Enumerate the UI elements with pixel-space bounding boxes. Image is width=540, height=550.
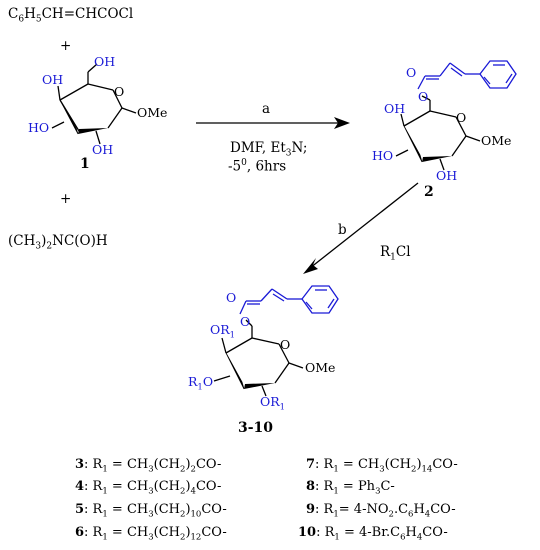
compound-3-10-cinnamoyl — [239, 285, 339, 315]
substituent-3: 3: R1 = CH3(CH2)2CO- — [75, 457, 222, 475]
substituent-8: 8: R1 = Ph3C- — [306, 479, 395, 497]
c1-ome: OMe — [137, 105, 168, 120]
c2-ho-c3: HO — [372, 148, 394, 163]
c3-carbonyl-oxygen: O — [226, 290, 237, 305]
c1-ring-oxygen: O — [114, 84, 125, 99]
c1-oh-c2: OH — [92, 142, 114, 157]
substituent-9: 9: R1= 4-NO2.C6H4CO- — [306, 502, 456, 520]
compound-1-structure — [51, 63, 137, 145]
dmf-formula: (CH3)2NC(O)H — [8, 233, 108, 252]
step-b-label: b — [338, 222, 347, 238]
reaction-arrow-b — [309, 182, 419, 269]
c2-ome: OMe — [481, 133, 512, 148]
step-a-label: a — [262, 101, 271, 117]
c2-ring-oxygen: O — [456, 110, 467, 125]
c3-or1-c2: OR1 — [260, 394, 286, 413]
c1-oh-ch2: OH — [94, 54, 116, 69]
compound-2-structure — [395, 95, 481, 171]
step-b-reagent: R1Cl — [380, 244, 411, 263]
c3-ring-oxygen: O — [280, 337, 291, 352]
c2-ester-oxygen: O — [418, 89, 429, 104]
c2-carbonyl-oxygen: O — [406, 65, 417, 80]
c3-ester-oxygen: O — [240, 314, 251, 329]
c2-oh-c4: OH — [384, 101, 406, 116]
step-a-conditions-2: -50, 6hrs — [228, 158, 287, 175]
compound-2-cinnamoyl — [417, 60, 517, 90]
plus-sign-2: + — [60, 191, 72, 207]
plus-sign-1: + — [60, 38, 72, 54]
compound-1-label: 1 — [80, 156, 90, 172]
c1-oh-c4: OH — [42, 72, 64, 87]
step-a-conditions-1: DMF, Et3N; — [230, 140, 308, 159]
c3-r1o-c3: R1O — [188, 374, 214, 393]
compound-3-10-label: 3-10 — [238, 420, 274, 436]
c2-oh-c2: OH — [436, 168, 458, 183]
substituent-7: 7: R1 = CH3(CH2)14CO- — [306, 457, 458, 475]
compound-3-10-structure — [213, 319, 304, 397]
cinnamoyl-chloride-formula: C6H5CH=CHCOCl — [8, 6, 134, 25]
substituent-6: 6: R1 = CH3(CH2)12CO- — [75, 525, 227, 543]
substituent-4: 4: R1 = CH3(CH2)4CO- — [75, 479, 222, 497]
substituent-5: 5: R1 = CH3(CH2)10CO- — [75, 502, 227, 520]
c3-or1-c4: OR1 — [210, 322, 236, 341]
c1-ho-c3: HO — [28, 120, 50, 135]
substituent-10: 10: R1 = 4-Br.C6H4CO- — [298, 525, 448, 543]
compound-2-label: 2 — [424, 184, 434, 200]
c3-ome: OMe — [305, 360, 336, 375]
